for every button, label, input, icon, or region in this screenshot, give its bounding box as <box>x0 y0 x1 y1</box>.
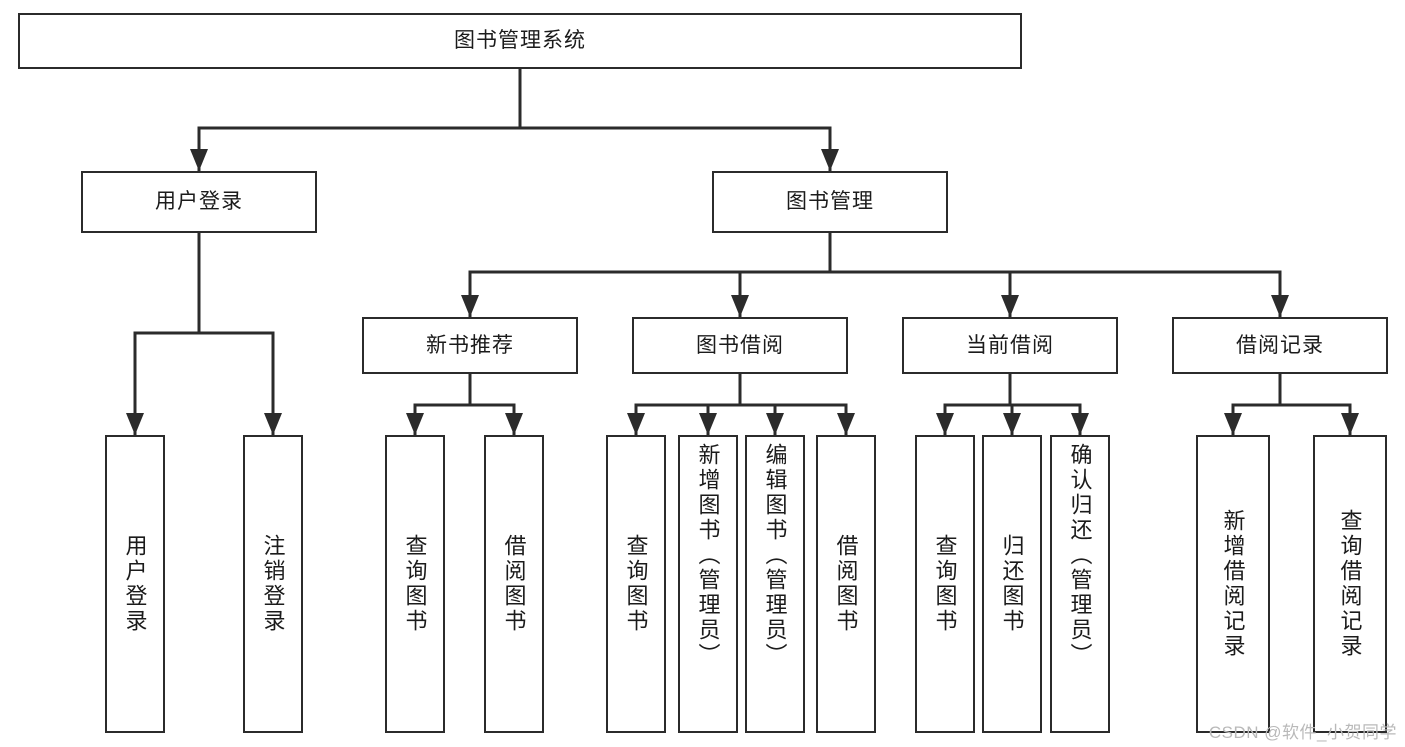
node-root[interactable]: 图书管理系统 <box>18 13 1022 69</box>
leaf-user-login-label: 用户登录 <box>122 534 148 634</box>
leaf-add-borrow-record-label: 新增借阅记录 <box>1220 509 1246 659</box>
node-current-borrow-label: 当前借阅 <box>966 333 1054 357</box>
node-book-borrow-label: 图书借阅 <box>696 333 784 357</box>
node-user-login-label: 用户登录 <box>155 190 243 214</box>
leaf-add-borrow-record[interactable]: 新增借阅记录 <box>1196 435 1270 733</box>
node-book-manage-label: 图书管理 <box>786 190 874 214</box>
leaf-return-book-label: 归还图书 <box>999 534 1025 634</box>
leaf-add-book-label: 新增图书（管理员） <box>695 443 721 668</box>
leaf-borrow-book-2-label: 借阅图书 <box>833 534 859 634</box>
leaf-confirm-return-label: 确认归还（管理员） <box>1067 443 1093 668</box>
node-current-borrow[interactable]: 当前借阅 <box>902 317 1118 374</box>
leaf-user-login[interactable]: 用户登录 <box>105 435 165 733</box>
leaf-query-book-2[interactable]: 查询图书 <box>606 435 666 733</box>
node-root-label: 图书管理系统 <box>454 29 586 53</box>
leaf-borrow-book-1-label: 借阅图书 <box>501 534 527 634</box>
node-book-manage[interactable]: 图书管理 <box>712 171 948 233</box>
node-book-borrow[interactable]: 图书借阅 <box>632 317 848 374</box>
leaf-query-borrow-record-label: 查询借阅记录 <box>1337 509 1363 659</box>
leaf-query-book-2-label: 查询图书 <box>623 534 649 634</box>
leaf-return-book[interactable]: 归还图书 <box>982 435 1042 733</box>
leaf-query-book-3-label: 查询图书 <box>932 534 958 634</box>
leaf-borrow-book-2[interactable]: 借阅图书 <box>816 435 876 733</box>
leaf-user-logout[interactable]: 注销登录 <box>243 435 303 733</box>
node-new-book-recommend-label: 新书推荐 <box>426 333 514 357</box>
watermark-text: CSDN @软件_小贺同学 <box>1208 723 1397 742</box>
node-user-login[interactable]: 用户登录 <box>81 171 317 233</box>
leaf-edit-book-label: 编辑图书（管理员） <box>762 443 788 668</box>
node-new-book-recommend[interactable]: 新书推荐 <box>362 317 578 374</box>
leaf-query-book-1[interactable]: 查询图书 <box>385 435 445 733</box>
leaf-confirm-return[interactable]: 确认归还（管理员） <box>1050 435 1110 733</box>
leaf-user-logout-label: 注销登录 <box>260 534 286 634</box>
leaf-query-book-1-label: 查询图书 <box>402 534 428 634</box>
leaf-borrow-book-1[interactable]: 借阅图书 <box>484 435 544 733</box>
leaf-query-book-3[interactable]: 查询图书 <box>915 435 975 733</box>
node-borrow-record[interactable]: 借阅记录 <box>1172 317 1388 374</box>
leaf-edit-book[interactable]: 编辑图书（管理员） <box>745 435 805 733</box>
leaf-query-borrow-record[interactable]: 查询借阅记录 <box>1313 435 1387 733</box>
leaf-add-book[interactable]: 新增图书（管理员） <box>678 435 738 733</box>
node-borrow-record-label: 借阅记录 <box>1236 333 1324 357</box>
